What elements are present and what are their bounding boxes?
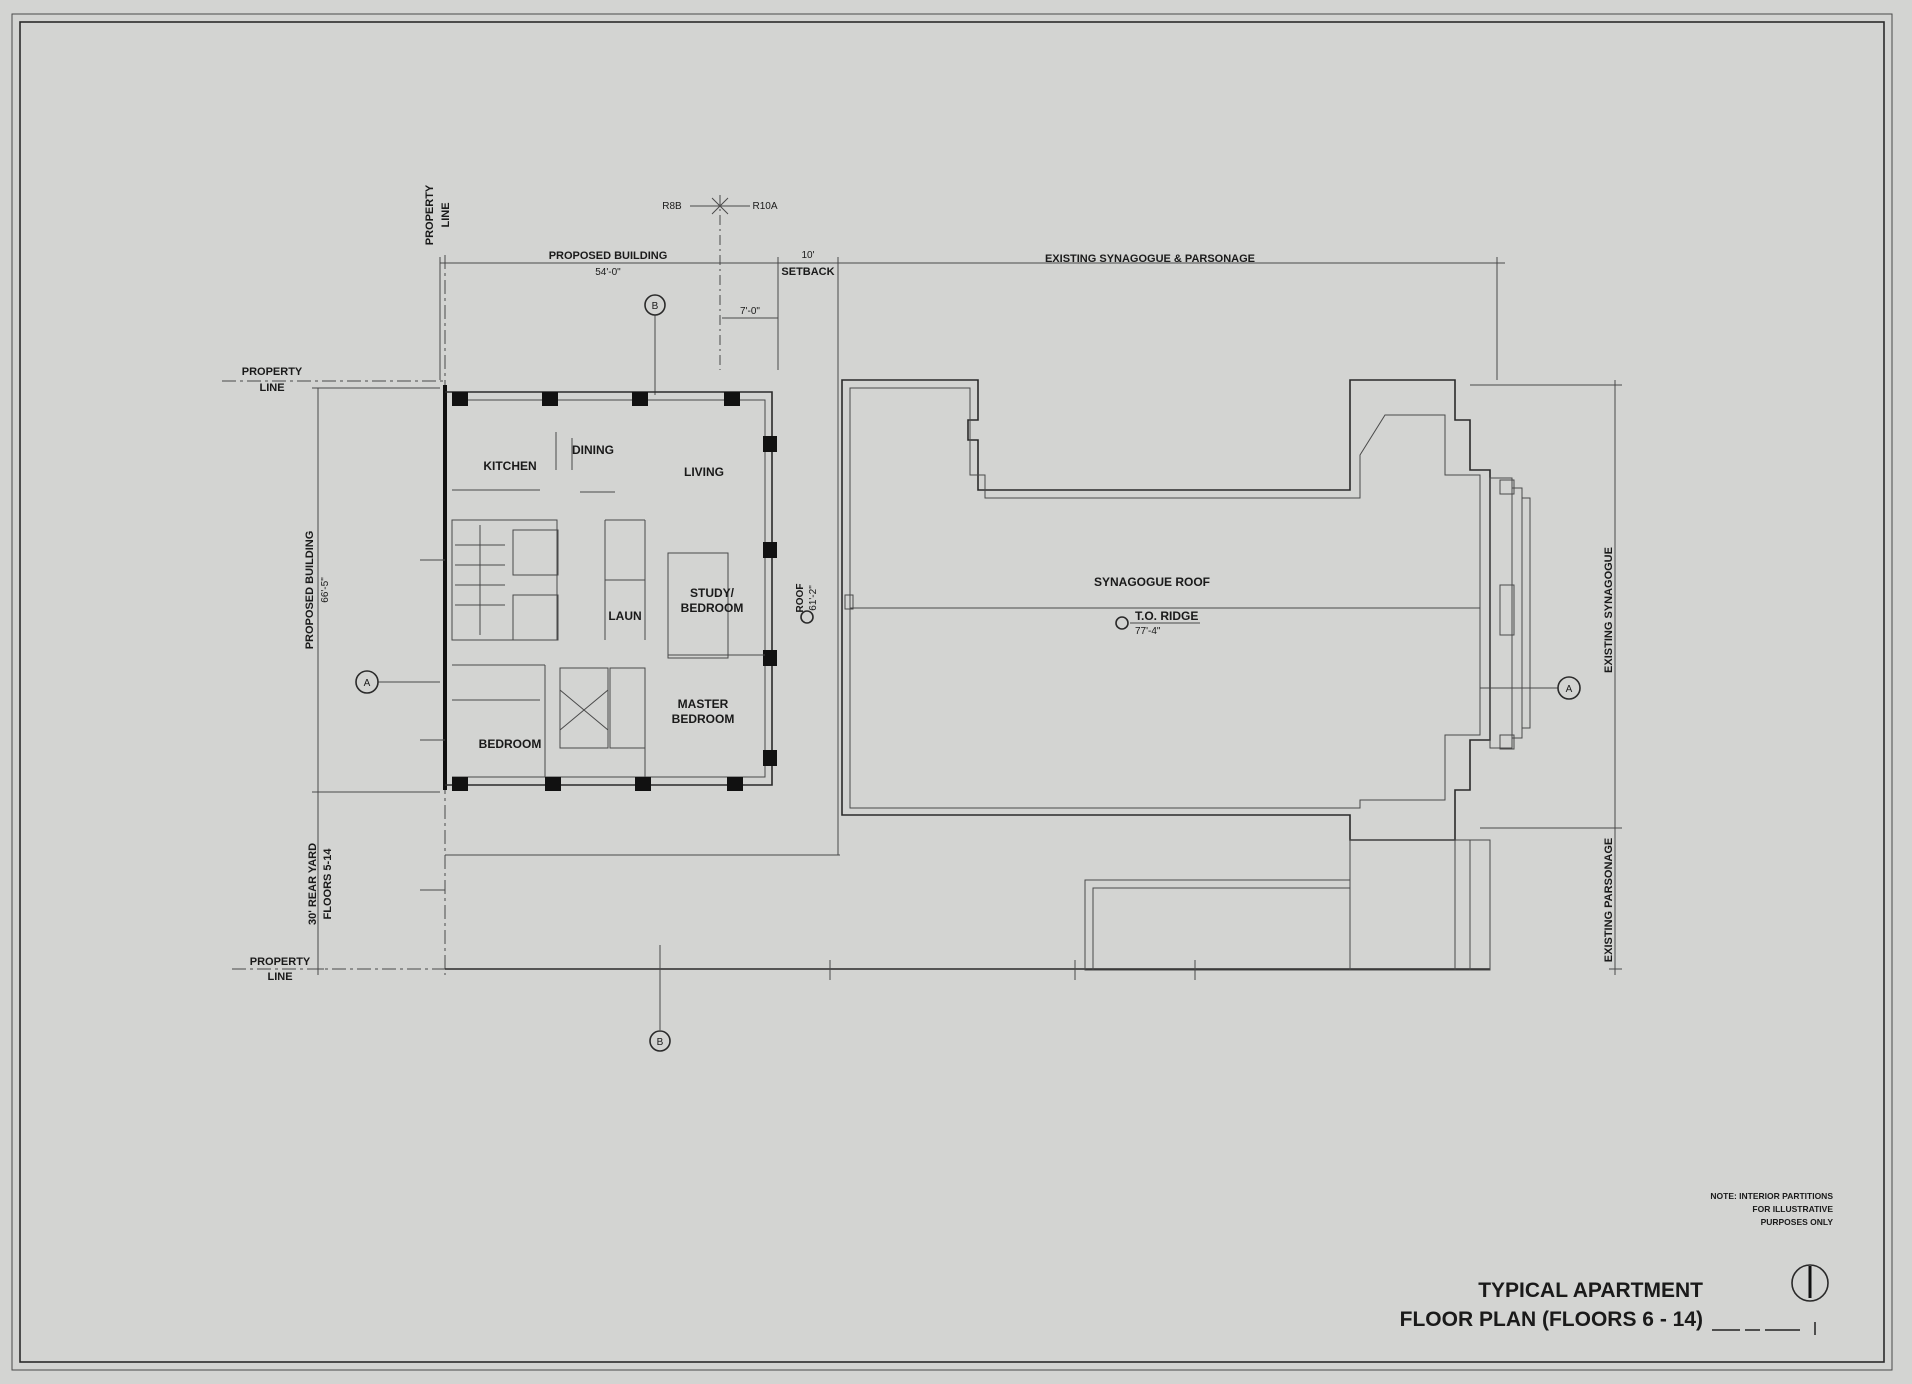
synagogue-roof-label: SYNAGOGUE ROOF [1094, 575, 1210, 589]
north-arrow-icon [1791, 1264, 1829, 1302]
section-b-top-letter: B [652, 301, 659, 312]
synagogue-west-door [844, 594, 854, 610]
existing-synagogue-parsonage-label: EXISTING SYNAGOGUE & PARSONAGE [1045, 253, 1255, 265]
building-outline-inner [452, 399, 766, 778]
synagogue-outline-inner [849, 387, 1481, 809]
proposed-building-width-dim: 54'-0" [595, 267, 621, 278]
column [452, 777, 468, 791]
setback-label: SETBACK [781, 266, 834, 278]
proposed-building-depth-dim: 66'-5" [320, 577, 331, 603]
column [635, 777, 651, 791]
column [763, 750, 777, 766]
room-dining: DINING [572, 443, 614, 457]
property-line-vertical-label-1: PROPERTY [424, 184, 436, 245]
section-a-left-marker [355, 670, 379, 694]
parsonage [829, 839, 1491, 980]
drawing-title-line-1: TYPICAL APARTMENT [1478, 1279, 1703, 1302]
section-a-right-marker [1557, 676, 1581, 700]
rear-yard-label-2: FLOORS 5-14 [322, 848, 334, 920]
outer-border [11, 13, 1893, 1371]
small-dim-label: 7'-0" [740, 306, 760, 317]
roof-dim: 61'-2" [808, 585, 819, 611]
property-line-bottom-label-1: PROPERTY [250, 956, 311, 968]
existing-parsonage-label: EXISTING PARSONAGE [1603, 838, 1615, 962]
drawing-title-line-2: FLOOR PLAN (FLOORS 6 - 14) [1400, 1308, 1703, 1331]
room-laun: LAUN [608, 609, 641, 623]
note-line-2: FOR ILLUSTRATIVE [1752, 1204, 1833, 1214]
interior-partitions [451, 432, 765, 777]
room-bedroom: BEDROOM [479, 737, 542, 751]
section-b-top-marker [644, 294, 666, 316]
room-study-2: BEDROOM [681, 601, 744, 615]
proposed-building-width-label: PROPOSED BUILDING [549, 250, 668, 262]
zone-r8b: R8B [662, 201, 682, 212]
column [727, 777, 743, 791]
ridge-dim: 77'-4" [1135, 626, 1161, 637]
synagogue-bay-3 [1499, 584, 1515, 636]
column [763, 542, 777, 558]
inner-border [19, 21, 1885, 1363]
rear-yard-label-1: 30' REAR YARD [307, 843, 319, 925]
column [763, 650, 777, 666]
section-b-bottom-marker [649, 1030, 671, 1052]
ridge-label: T.O. RIDGE [1135, 609, 1198, 623]
room-master-2: BEDROOM [672, 712, 735, 726]
proposed-building-depth-label: PROPOSED BUILDING [304, 531, 316, 650]
ridge-elevation-marker [1115, 616, 1129, 630]
note-line-1: NOTE: INTERIOR PARTITIONS [1710, 1191, 1833, 1201]
section-b-bottom-letter: B [657, 1037, 664, 1048]
roof-elevation-marker [800, 610, 814, 624]
room-living: LIVING [684, 465, 724, 479]
property-line-vertical-label-2: LINE [440, 202, 452, 227]
building-outline [445, 391, 773, 786]
column [542, 392, 558, 406]
setback-dim: 10' [801, 250, 814, 261]
property-line-top-label-1: PROPERTY [242, 366, 303, 378]
column [763, 436, 777, 452]
property-line-bottom-label-2: LINE [267, 971, 292, 983]
section-a-left-letter: A [364, 678, 371, 689]
roof-label: ROOF [795, 584, 806, 613]
column [545, 777, 561, 791]
synagogue-bay-2 [1499, 734, 1515, 750]
property-line-top-label-2: LINE [259, 382, 284, 394]
synagogue-bay-1 [1499, 479, 1515, 495]
room-kitchen: KITCHEN [483, 459, 536, 473]
room-master-1: MASTER [678, 697, 729, 711]
synagogue-east-step-3 [1521, 497, 1531, 729]
column [724, 392, 740, 406]
column [632, 392, 648, 406]
zone-r10a: R10A [752, 201, 777, 212]
note-line-3: PURPOSES ONLY [1761, 1217, 1834, 1227]
existing-synagogue-label: EXISTING SYNAGOGUE [1603, 547, 1615, 673]
column [452, 392, 468, 406]
section-a-right-letter: A [1566, 684, 1573, 695]
room-study-1: STUDY/ [690, 586, 735, 600]
structural-columns [452, 392, 777, 791]
